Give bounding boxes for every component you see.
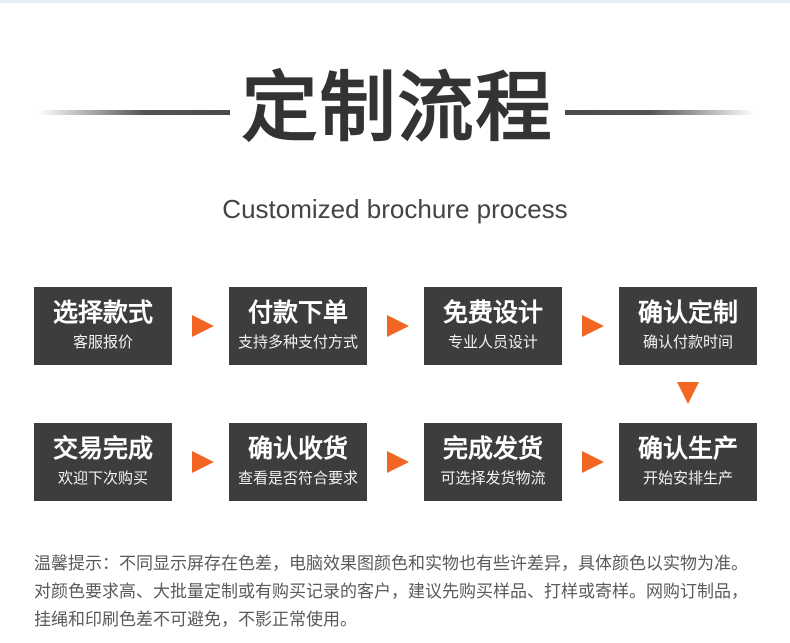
page-subtitle: Customized brochure process [222,194,568,224]
reminder-note: 温馨提示：不同显示屏存在色差，电脑效果图颜色和实物也有些许差异，具体颜色以实物为… [34,554,748,630]
step-subtitle: 确认付款时间 [642,333,733,351]
step-subtitle: 客服报价 [72,333,133,351]
step-subtitle: 开始安排生产 [642,469,733,487]
page-title: 定制流程 [241,63,554,152]
step-select-style: 选择款式 客服报价 [34,287,172,365]
step-subtitle: 支持多种支付方式 [237,333,358,351]
arrow-right-icon [192,315,214,337]
arrow-right-icon [387,315,409,337]
step-title: 选择款式 [52,298,153,327]
step-subtitle: 可选择发货物流 [440,469,546,487]
step-shipped: 完成发货 可选择发货物流 [424,423,562,501]
step-title: 付款下单 [247,298,348,327]
step-subtitle: 查看是否符合要求 [237,469,358,487]
step-subtitle: 欢迎下次购买 [57,469,148,487]
step-title: 确认收货 [247,434,348,463]
title-decoration-line-left [38,110,230,115]
arrow-right-icon [582,451,604,473]
step-free-design: 免费设计 专业人员设计 [424,287,562,365]
step-subtitle: 专业人员设计 [447,333,538,351]
step-title: 免费设计 [442,298,543,327]
step-deal-complete: 交易完成 欢迎下次购买 [34,423,172,501]
step-title: 确认定制 [637,298,738,327]
step-confirm-receipt: 确认收货 查看是否符合要求 [229,423,367,501]
arrow-down-icon [677,382,699,404]
step-pay-order: 付款下单 支持多种支付方式 [229,287,367,365]
top-strip [0,0,790,3]
title-block: 定制流程 [0,58,790,158]
arrow-right-icon [387,451,409,473]
title-decoration-line-right [565,110,755,115]
step-confirm-production: 确认生产 开始安排生产 [619,423,757,501]
step-title: 完成发货 [442,434,543,463]
step-title: 确认生产 [637,434,738,463]
arrow-right-icon [582,315,604,337]
arrow-right-icon [192,451,214,473]
step-title: 交易完成 [52,434,153,463]
step-confirm-customization: 确认定制 确认付款时间 [619,287,757,365]
